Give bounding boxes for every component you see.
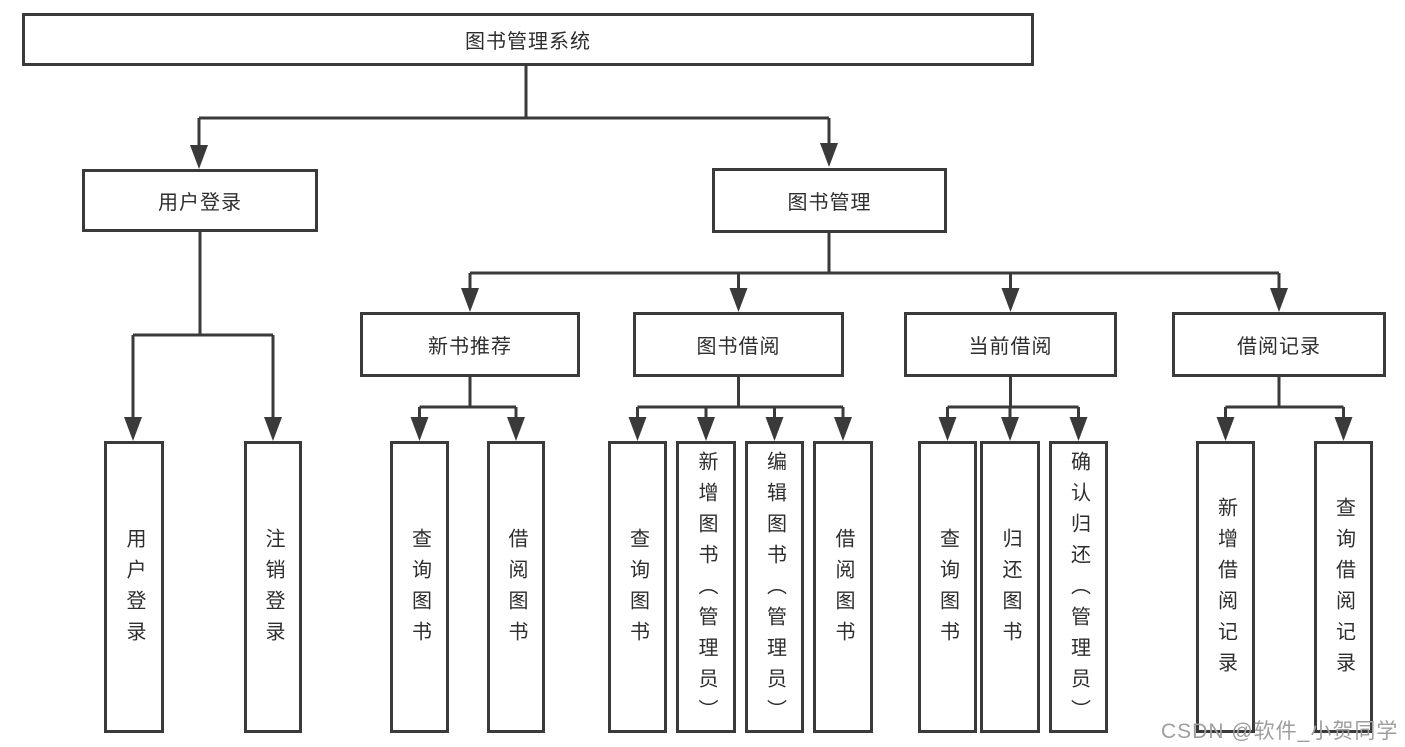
csdn-watermark: CSDN @软件_小贺同学: [1161, 720, 1399, 743]
leaf-rec-borrow-books-label: 借阅图书: [505, 528, 527, 652]
leaf-br-add-record: 新增借阅记录: [1196, 441, 1255, 733]
leaf-cb-confirm-return-admin-label: 确认归还（管理员）: [1067, 450, 1090, 730]
connector-user-login-branch: [131, 232, 275, 418]
node-user-login-label: 用户登录: [158, 192, 242, 214]
node-borrow-records: 借阅记录: [1172, 312, 1386, 377]
leaf-logout-label: 注销登录: [262, 528, 284, 652]
connector-book-mgmt-branch: [468, 233, 1281, 289]
node-root: 图书管理系统: [22, 13, 1034, 66]
node-borrow-records-label: 借阅记录: [1237, 336, 1321, 358]
node-new-book-rec: 新书推荐: [360, 312, 580, 377]
leaf-bb-borrow-books: 借阅图书: [813, 441, 873, 733]
leaf-cb-query-books-label: 查询图书: [936, 528, 959, 652]
leaf-br-query-record: 查询借阅记录: [1314, 441, 1373, 733]
node-book-mgmt-label: 图书管理: [787, 192, 872, 214]
leaf-cb-query-books: 查询图书: [918, 441, 977, 733]
leaf-bb-edit-books-admin-label: 编辑图书（管理员）: [763, 450, 786, 730]
leaf-br-query-record-label: 查询借阅记录: [1332, 497, 1355, 683]
leaf-logout: 注销登录: [244, 441, 302, 733]
leaf-bb-edit-books-admin: 编辑图书（管理员）: [745, 441, 804, 733]
node-user-login: 用户登录: [82, 169, 318, 232]
connector-book-borrow-branch: [636, 377, 845, 418]
leaf-cb-confirm-return-admin: 确认归还（管理员）: [1049, 441, 1108, 733]
connector-root-branch: [197, 66, 831, 146]
node-current-borrow-label: 当前借阅: [968, 336, 1053, 358]
leaf-user-login-label: 用户登录: [123, 528, 145, 652]
leaf-br-add-record-label: 新增借阅记录: [1214, 497, 1237, 683]
leaf-rec-borrow-books: 借阅图书: [487, 441, 545, 733]
leaf-user-login: 用户登录: [104, 441, 164, 733]
connector-new-book-rec-branch: [418, 377, 518, 418]
arrowheads: [124, 143, 1353, 441]
leaf-rec-query-books: 查询图书: [390, 441, 449, 733]
leaf-bb-add-books-admin: 新增图书（管理员）: [676, 441, 736, 733]
node-book-mgmt: 图书管理: [712, 168, 947, 233]
node-book-borrow-label: 图书借阅: [696, 336, 781, 358]
leaf-bb-borrow-books-label: 借阅图书: [832, 528, 854, 652]
node-current-borrow: 当前借阅: [904, 312, 1117, 377]
leaf-bb-query-books-label: 查询图书: [626, 528, 649, 652]
leaf-bb-query-books: 查询图书: [608, 441, 667, 733]
connector-borrow-records-branch: [1224, 377, 1345, 418]
connector-current-borrow-branch: [946, 377, 1080, 418]
leaf-bb-add-books-admin-label: 新增图书（管理员）: [695, 450, 717, 730]
leaf-rec-query-books-label: 查询图书: [408, 528, 431, 652]
leaf-cb-return-books-label: 归还图书: [999, 528, 1021, 652]
node-root-label: 图书管理系统: [465, 31, 591, 53]
node-new-book-rec-label: 新书推荐: [428, 336, 512, 358]
node-book-borrow: 图书借阅: [633, 312, 844, 377]
leaf-cb-return-books: 归还图书: [980, 441, 1040, 733]
